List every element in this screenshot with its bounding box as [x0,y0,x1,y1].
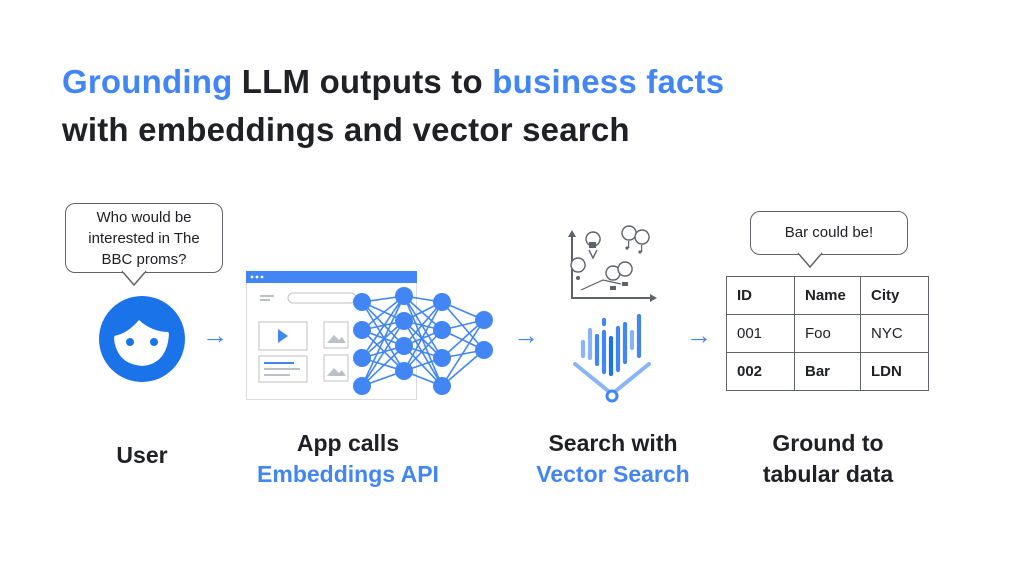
header-cell-city: City [860,276,929,315]
ground-to-line-1: Ground to [772,430,884,456]
cell-city: NYC [860,314,929,353]
flow-arrow-1: → [202,320,228,350]
bubble-tail [797,251,823,269]
app-calls-label: App calls Embeddings API [230,428,466,490]
user-speech-bubble: Who would be interested in The BBC proms… [65,203,223,273]
bubble-tail [121,269,147,287]
tabular-data-table: ID Name City 001 Foo NYC 002 Bar LDN [726,276,929,391]
title-line-2: with embeddings and vector search [62,111,630,148]
search-with-label: Search with Vector Search [505,428,721,490]
page-title: Grounding LLM outputs to business facts … [62,58,724,154]
bubble-line: BBC proms? [101,251,187,268]
search-with-line-2: Vector Search [536,461,690,487]
neural-network-icon [353,287,493,395]
embedding-map-icon [568,225,657,302]
cell-id: 001 [726,314,795,353]
title-word-llm: LLM outputs to [232,63,493,100]
ground-to-label: Ground to tabular data [728,428,928,490]
cell-city: LDN [860,352,929,391]
flow-arrow-3: → [686,320,712,350]
table-header-row: ID Name City [726,276,929,315]
flow-arrow-2: → [513,320,539,350]
user-label: User [116,442,168,468]
ground-to-line-2: tabular data [762,461,894,487]
cell-id: 002 [726,352,795,391]
cell-name: Foo [794,314,861,353]
table-row: 001 Foo NYC [726,314,929,353]
bubble-line: Who would be [96,209,192,226]
table-row: 002 Bar LDN [726,352,929,391]
bubble-line: interested in The [88,230,200,247]
face-icon [99,296,185,382]
ground-speech-bubble: Bar could be! [750,211,908,255]
cell-name: Bar [794,352,861,391]
title-word-grounding: Grounding [62,63,233,100]
app-calls-line-1: App calls [296,430,400,456]
search-with-line-1: Search with [548,430,678,456]
title-word-business-facts: business facts [492,63,725,100]
header-cell-id: ID [726,276,795,315]
header-cell-name: Name [794,276,861,315]
vector-search-icon [573,313,651,403]
app-calls-line-2: Embeddings API [257,461,439,487]
title-line-1: Grounding LLM outputs to business facts [62,58,724,106]
